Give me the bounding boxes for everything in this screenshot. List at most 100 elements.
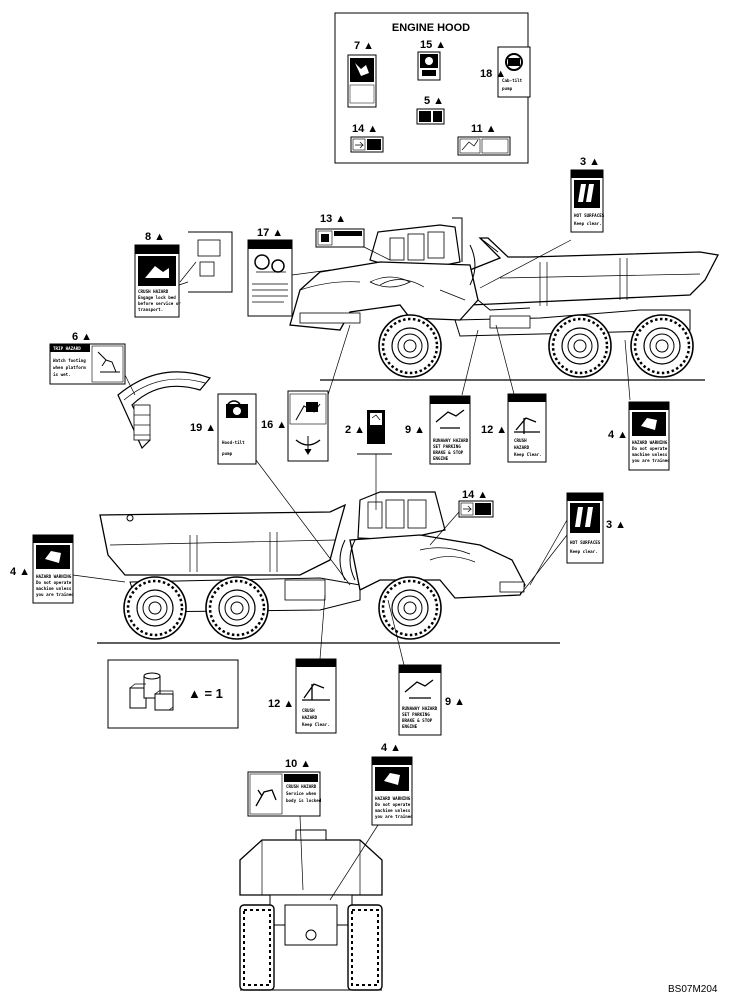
callout-16: 16 ▲ [261,419,287,431]
callout-15: 15 ▲ [420,39,446,51]
decal-9-lower-line3: BRAKE & STOP [402,718,433,723]
decal-9-lower-line1: RUNAWAY HAZARD [402,706,438,711]
decal-8-line4: transport. [138,307,163,312]
decal-14-hood [350,136,384,153]
callout-19: 19 ▲ [190,422,216,434]
callout-9-upper: 9 ▲ [405,424,425,436]
decal-13 [315,228,365,248]
decal-4-upper-line2: Do not operate [632,446,668,451]
figure-code: BS07M204 [668,984,718,995]
decal-12-upper-line1: CRUSH [514,438,527,443]
decal-9-upper: RUNAWAY HAZARD SET PARKING BRAKE & STOP … [429,395,471,465]
decal-4-upper-line3: machine unless [632,452,668,457]
decal-7 [347,54,377,108]
decal-3-lower-line1: HOT SURFACES [570,540,601,545]
callout-4-bottom: 4 ▲ [381,742,401,754]
decal-3-upper-line2: Keep clear. [574,221,602,226]
truck-side-view-left [97,491,560,644]
decal-6-line2: Watch footing [53,358,86,363]
decal-12-lower-line2: HAZARD [302,715,318,720]
decal-10-line1: CRUSH HAZARD [286,784,317,789]
decal-12-lower-line3: Keep Clear. [302,722,330,727]
decal-9-upper-line4: ENGINE [433,456,449,461]
callout-7: 7 ▲ [354,40,374,52]
decal-19-line2: pump [222,451,233,456]
decal-3-upper: HOT SURFACES Keep clear. [570,169,605,233]
leader-lines [72,239,631,901]
decal-4-left-line2: Do not operate [36,580,72,585]
decal-4-bottom-line3: machine unless [375,808,411,813]
callout-14-cab: 14 ▲ [462,489,488,501]
legend-text: ▲ = 1 [188,686,223,701]
decal-9-lower-line2: SET PARKING [402,712,430,717]
callout-4-left: 4 ▲ [10,566,30,578]
decal-12-upper-line2: HAZARD [514,445,530,450]
callout-9-lower: 9 ▲ [445,696,465,708]
decal-6-line3: when platform [53,365,86,370]
decal-3-lower: HOT SURFACES Keep clear. [566,492,604,564]
decal-12-upper-line3: Keep Clear. [514,452,542,457]
decal-5 [416,108,445,125]
decal-12-lower: CRUSH HAZARD Keep Clear. [295,658,337,734]
decal-16 [287,390,329,462]
callout-11: 11 ▲ [471,123,497,135]
callout-14-hood: 14 ▲ [352,123,378,135]
decal-11 [457,136,511,156]
callout-17: 17 ▲ [257,227,283,239]
engine-hood-title: ENGINE HOOD [392,22,470,34]
decal-6: TRIP HAZARD Watch footing when platform … [49,343,126,385]
decal-2 [357,410,392,455]
callout-8: 8 ▲ [145,231,165,243]
decal-17 [247,239,293,317]
decal-6-line4: is wet. [53,372,71,377]
callout-18: 18 ▲ [480,68,506,80]
decal-4-bottom-line1: HAZARD WARNING [375,796,411,801]
decal-3-lower-line2: Keep clear. [570,549,598,554]
callout-3-lower: 3 ▲ [606,519,626,531]
callout-10: 10 ▲ [285,758,311,770]
decal-9-lower-line4: ENGINE [402,724,418,729]
callout-5: 5 ▲ [424,95,444,107]
decal-6-line1: TRIP HAZARD [53,346,81,351]
decal-8-line3: before service or [138,301,181,306]
decal-14-cab [458,500,494,518]
decal-4-bottom-line2: Do not operate [375,802,411,807]
decal-4-left-line3: machine unless [36,586,72,591]
decal-3-upper-line1: HOT SURFACES [574,213,605,218]
decal-19-line1: Hood-tilt [222,440,245,445]
decal-9-upper-line1: RUNAWAY HAZARD [433,438,469,443]
decal-stack-icon [129,672,174,711]
legend-box: ▲ = 1 [107,659,239,729]
callout-labels: 7 ▲ 15 ▲ 18 ▲ 5 ▲ 14 ▲ 11 ▲ 3 ▲ 13 ▲ 8 ▲… [10,39,628,770]
decal-10: CRUSH HAZARD Service when body is locked [247,771,322,817]
tailgate-detail [179,231,233,293]
decal-4-left: HAZARD WARNING Do not operate machine un… [32,534,74,604]
decal-4-upper-line1: HAZARD WARNING [632,440,668,445]
decal-9-lower: RUNAWAY HAZARD SET PARKING BRAKE & STOP … [398,664,442,736]
callout-12-upper: 12 ▲ [481,424,507,436]
decal-10-line2: Service when [286,791,317,796]
decal-18-line2: pump [502,86,513,91]
callout-12-lower: 12 ▲ [268,698,294,710]
decal-10-line3: body is locked [286,798,322,803]
decal-4-left-line4: you are trained [36,592,74,597]
decal-18: Cab-tilt pump [497,46,531,98]
decal-9-upper-line2: SET PARKING [433,444,461,449]
engine-hood-panel: ENGINE HOOD Cab-tilt pump [334,12,531,164]
decal-8-line1: CRUSH HAZARD [138,289,169,294]
decal-4-bottom: HAZARD WARNING Do not operate machine un… [371,756,413,826]
decal-12-lower-line1: CRUSH [302,708,315,713]
callout-2: 2 ▲ [345,424,365,436]
decal-8: CRUSH HAZARD Engage lock bed before serv… [134,244,181,318]
decal-18-line1: Cab-tilt [502,78,523,83]
callout-13: 13 ▲ [320,213,346,225]
decal-8-line2: Engage lock bed [138,295,176,300]
callout-4-upper: 4 ▲ [608,429,628,441]
truck-side-view-right [289,217,719,381]
decal-12-upper: CRUSH HAZARD Keep Clear. [507,393,547,463]
decal-15 [417,51,441,81]
callout-3-upper: 3 ▲ [580,156,600,168]
callout-6: 6 ▲ [72,331,92,343]
decal-19: Hood-tilt pump [217,393,257,465]
